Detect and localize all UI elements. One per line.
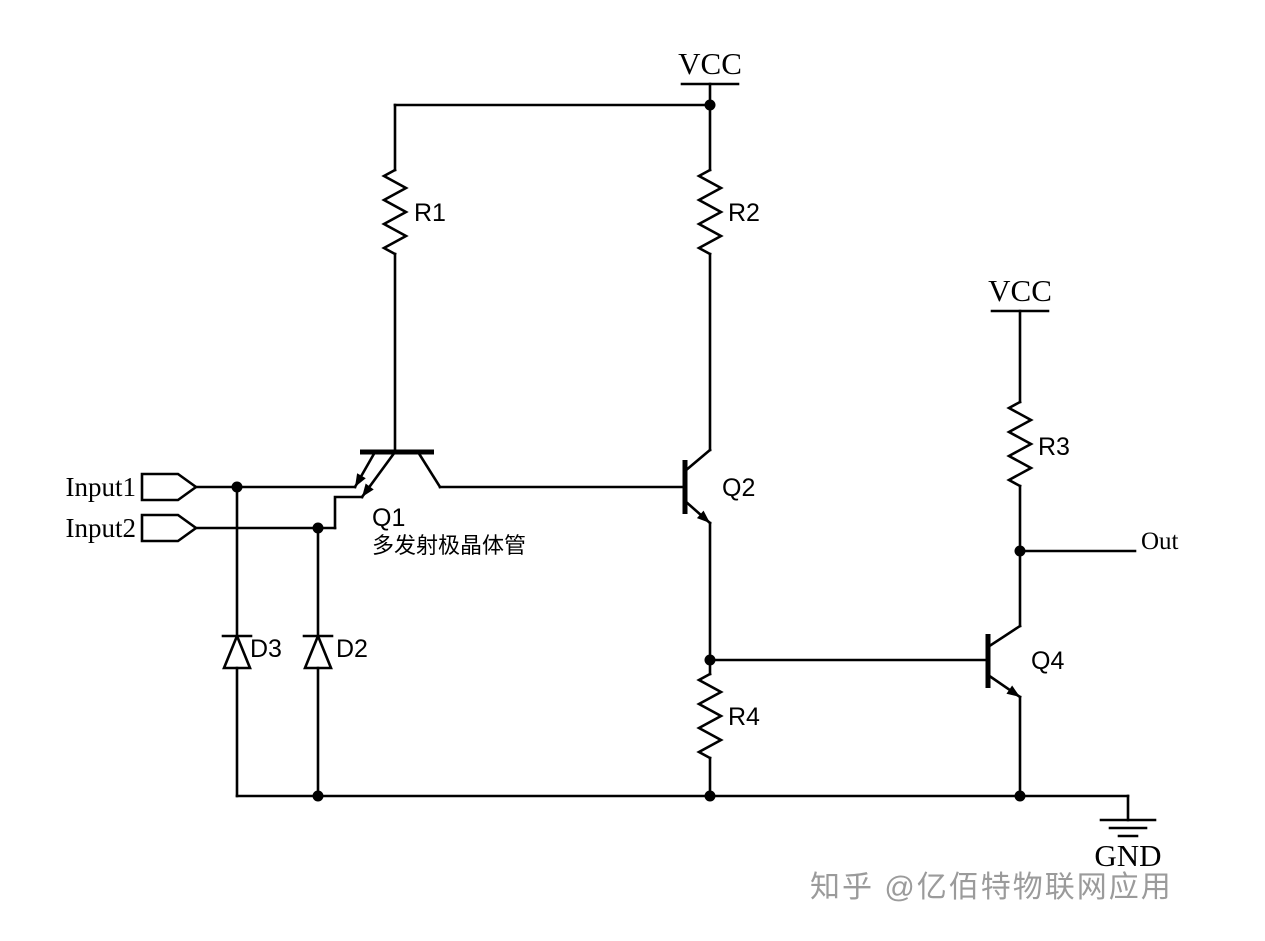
resistor-zigzag: [1006, 400, 1034, 488]
transistor-q4: Q4: [708, 549, 1064, 798]
diode-triangle-icon: [303, 632, 333, 670]
diode-d3: D3: [221, 485, 282, 798]
input2-connector-icon: [140, 513, 199, 543]
watermark-text: 知乎 @亿佰特物联网应用: [810, 871, 1173, 904]
input1-connector-icon: [140, 472, 199, 502]
input1-port: Input1: [66, 472, 357, 502]
gnd-label: GND: [1094, 838, 1161, 873]
top-rail: [393, 99, 716, 111]
output-port: Out: [1018, 528, 1179, 555]
input2-port: Input2: [66, 495, 364, 543]
wire: [333, 495, 364, 530]
output-label: Out: [1141, 528, 1179, 555]
diode-d2: D2: [302, 526, 368, 798]
diode-d2-label: D2: [336, 635, 368, 663]
transistor-q1: Q1 多发射极晶体管: [353, 449, 526, 558]
resistor-r2: R2: [696, 103, 760, 452]
input2-label: Input2: [66, 513, 137, 543]
vcc-top-label: VCC: [678, 46, 742, 81]
resistor-r1-label: R1: [414, 199, 446, 227]
transistor-q2-label: Q2: [722, 474, 755, 502]
vcc-right-symbol: VCC: [988, 273, 1052, 404]
junction-dot: [1014, 790, 1026, 802]
transistor-q2: Q2: [438, 448, 755, 666]
transistor-q1-label: Q1: [372, 504, 405, 532]
emitter2-lead: [360, 450, 397, 499]
resistor-r4: R4: [696, 658, 760, 798]
resistor-r3-label: R3: [1038, 433, 1070, 461]
resistor-r2-label: R2: [728, 199, 760, 227]
collector-lead: [416, 450, 442, 489]
resistor-zigzag: [381, 168, 409, 256]
resistor-zigzag: [696, 672, 724, 760]
vcc-top-symbol: VCC: [678, 46, 742, 107]
vcc-right-label: VCC: [988, 273, 1052, 308]
junction-dot: [704, 790, 716, 802]
ground-rail: GND: [235, 790, 1162, 873]
emitter-lead: [986, 673, 1022, 699]
resistor-r3: R3: [1006, 400, 1070, 557]
emitter-lead: [683, 499, 712, 525]
diode-d3-label: D3: [250, 635, 282, 663]
input1-label: Input1: [66, 472, 137, 502]
emitter1-lead: [353, 450, 377, 489]
collector-lead: [683, 448, 712, 473]
resistor-r4-label: R4: [728, 703, 760, 731]
resistor-zigzag: [696, 168, 724, 256]
collector-lead: [986, 624, 1022, 649]
transistor-q4-label: Q4: [1031, 647, 1064, 675]
diode-triangle-icon: [222, 632, 252, 670]
junction-dot: [312, 790, 324, 802]
resistor-r1: R1: [381, 103, 446, 454]
transistor-q1-note: 多发射极晶体管: [372, 533, 526, 558]
